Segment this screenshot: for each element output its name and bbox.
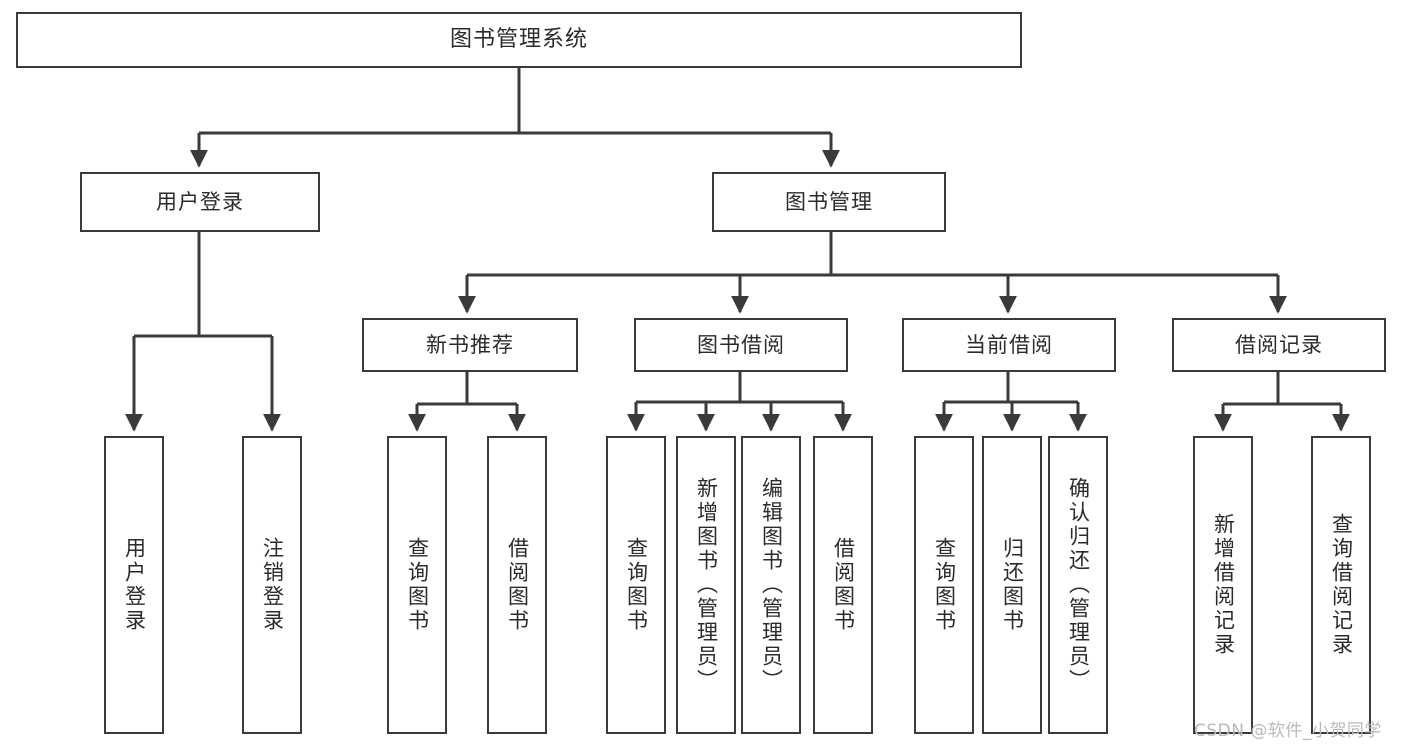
node-leaf-add-record[interactable]: 新增借阅记录 xyxy=(1193,436,1253,734)
node-leaf-add-book[interactable]: 新增图书（管理员） xyxy=(676,436,736,734)
node-label: 查询图书 xyxy=(932,537,957,633)
node-book-management[interactable]: 图书管理 xyxy=(712,172,946,232)
node-book-borrow[interactable]: 图书借阅 xyxy=(634,318,848,372)
node-label: 编辑图书（管理员） xyxy=(759,477,784,693)
node-label: 注销登录 xyxy=(260,537,285,633)
node-label: 新增图书（管理员） xyxy=(694,477,719,693)
node-leaf-return-book[interactable]: 归还图书 xyxy=(982,436,1042,734)
node-leaf-confirm-return[interactable]: 确认归还（管理员） xyxy=(1048,436,1108,734)
node-leaf-query-book-2[interactable]: 查询图书 xyxy=(606,436,666,734)
node-user-login[interactable]: 用户登录 xyxy=(80,172,320,232)
node-leaf-query-book-3[interactable]: 查询图书 xyxy=(914,436,974,734)
node-label: 图书管理系统 xyxy=(449,27,588,53)
node-label: 确认归还（管理员） xyxy=(1066,477,1091,693)
node-label: 查询借阅记录 xyxy=(1329,513,1354,657)
node-new-book-recommend[interactable]: 新书推荐 xyxy=(362,318,578,372)
node-label: 借阅图书 xyxy=(505,537,530,633)
csdn-watermark: CSDN @软件_小贺同学 xyxy=(1194,721,1382,741)
node-leaf-user-login[interactable]: 用户登录 xyxy=(104,436,164,734)
node-leaf-query-record[interactable]: 查询借阅记录 xyxy=(1311,436,1371,734)
node-book-management-system[interactable]: 图书管理系统 xyxy=(16,12,1022,68)
node-label: 用户登录 xyxy=(122,537,147,633)
node-leaf-logout-login[interactable]: 注销登录 xyxy=(242,436,302,734)
node-label: 图书管理 xyxy=(785,189,873,214)
node-label: 归还图书 xyxy=(1000,537,1025,633)
node-label: 借阅记录 xyxy=(1235,332,1323,357)
node-label: 图书借阅 xyxy=(697,332,785,357)
node-leaf-borrow-book-2[interactable]: 借阅图书 xyxy=(813,436,873,734)
node-borrow-record[interactable]: 借阅记录 xyxy=(1172,318,1386,372)
node-label: 当前借阅 xyxy=(965,332,1053,357)
node-leaf-borrow-book-1[interactable]: 借阅图书 xyxy=(487,436,547,734)
node-label: 新书推荐 xyxy=(426,332,514,357)
node-leaf-edit-book[interactable]: 编辑图书（管理员） xyxy=(741,436,801,734)
node-label: 查询图书 xyxy=(624,537,649,633)
node-label: 借阅图书 xyxy=(831,537,856,633)
node-leaf-query-book-1[interactable]: 查询图书 xyxy=(387,436,447,734)
node-current-borrow[interactable]: 当前借阅 xyxy=(902,318,1116,372)
node-label: 用户登录 xyxy=(156,189,244,214)
node-label: 查询图书 xyxy=(405,537,430,633)
node-label: 新增借阅记录 xyxy=(1211,513,1236,657)
